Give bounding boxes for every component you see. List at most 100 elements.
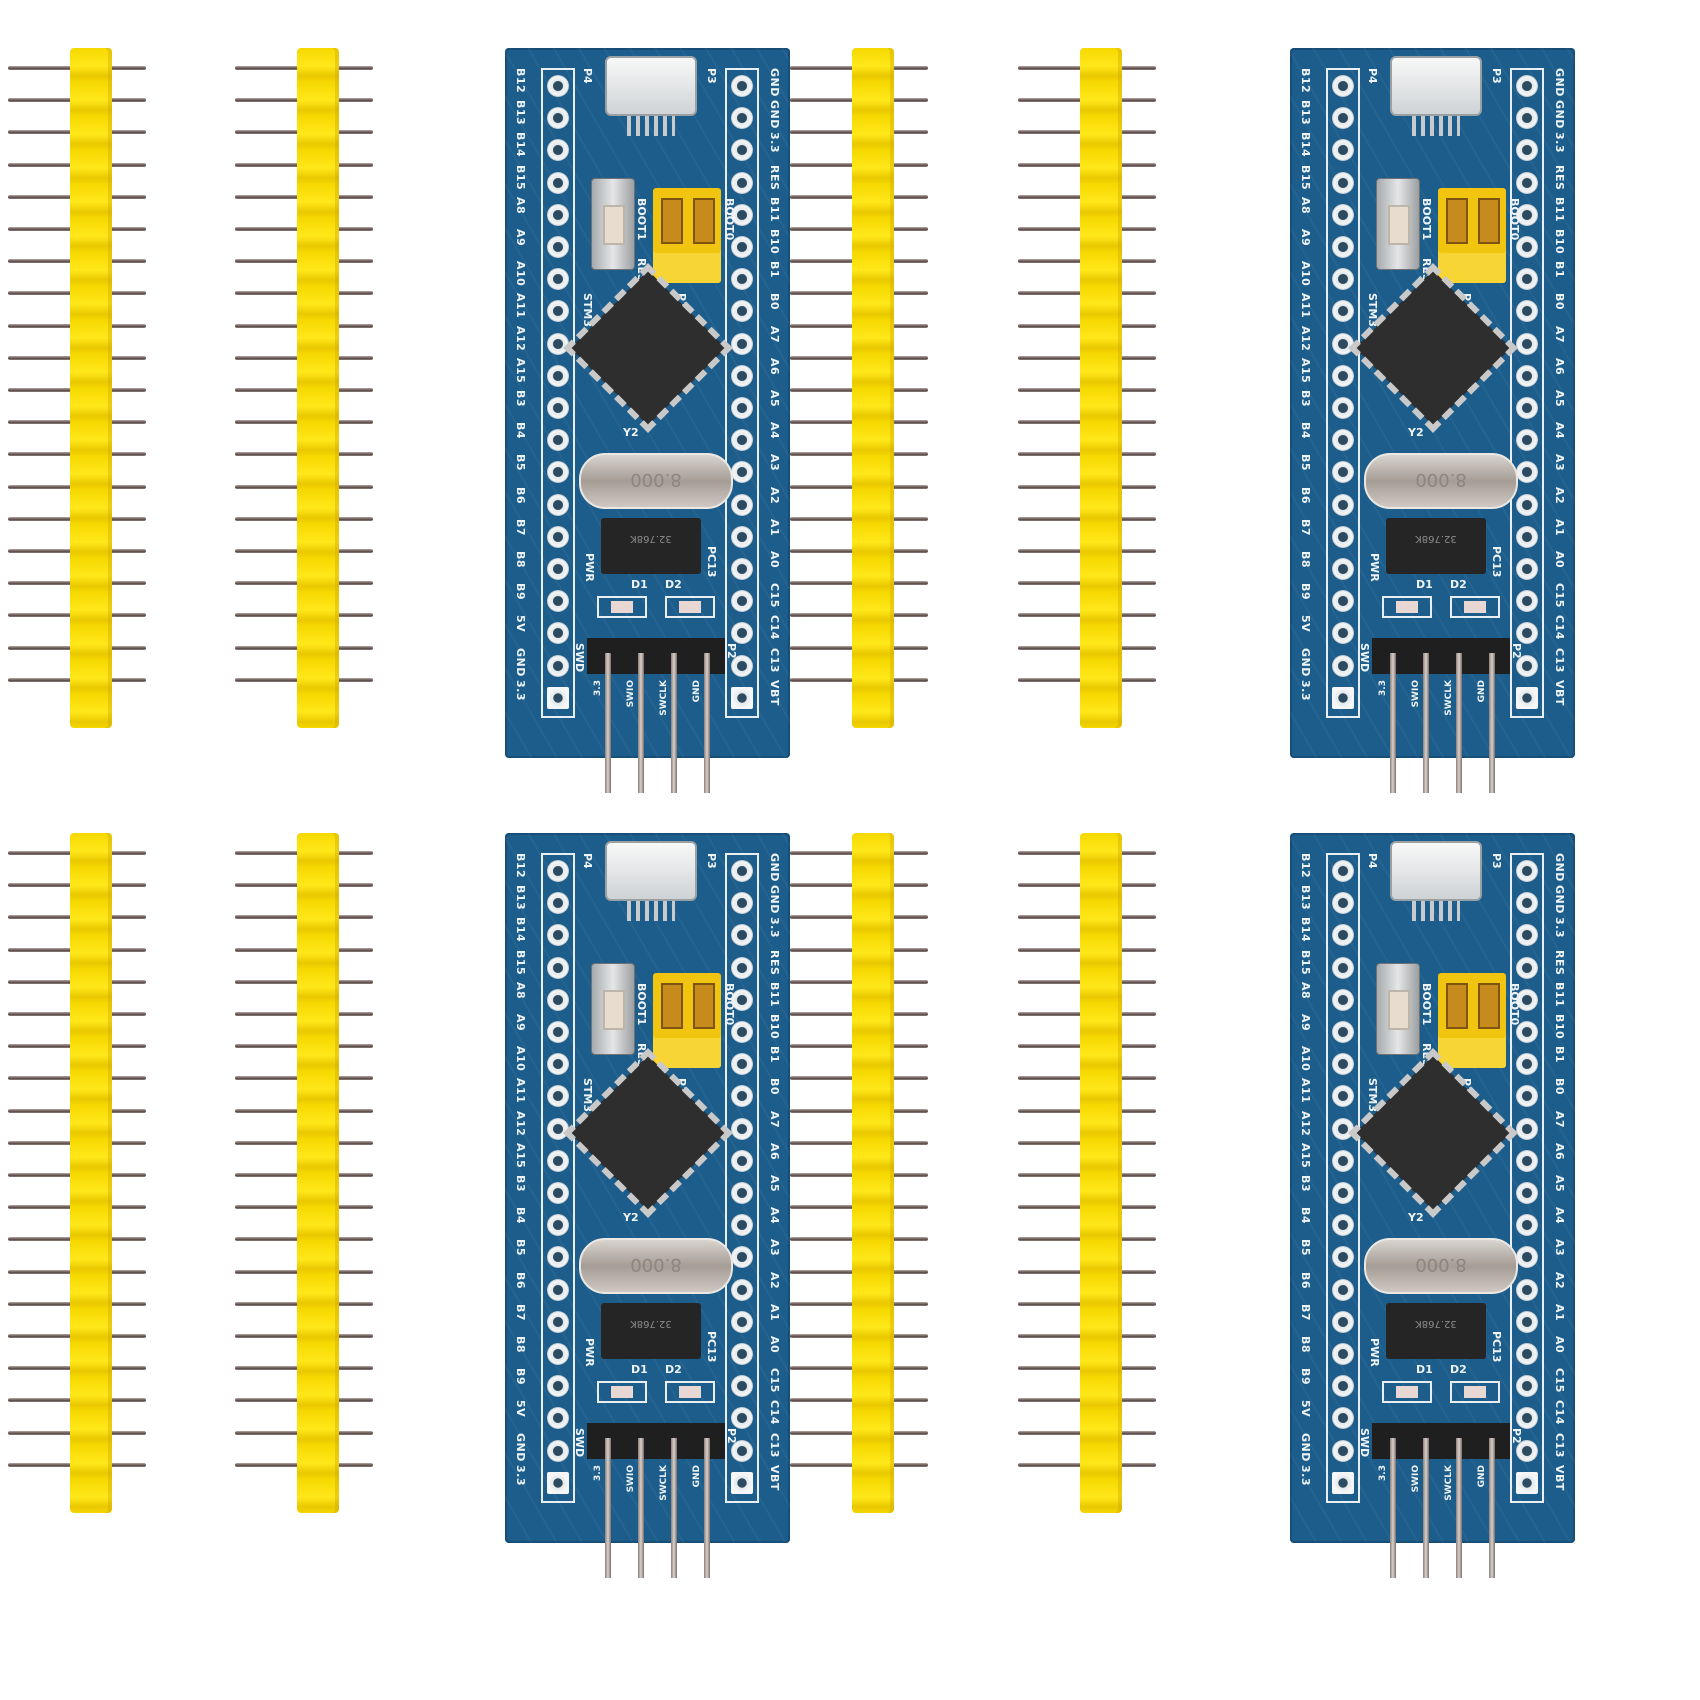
pin-pad: [1332, 461, 1354, 484]
pin-pad: [1332, 1085, 1354, 1108]
pin-label-left: B6: [514, 486, 527, 504]
swd-pin: [1456, 1438, 1462, 1578]
pin-pad: [731, 1439, 753, 1462]
pin-label-right: C13: [1553, 647, 1566, 673]
pin-label-right: A1: [1553, 518, 1566, 536]
pin-label-right: A5: [1553, 1175, 1566, 1193]
pin-label-left: A12: [1299, 1110, 1312, 1136]
pin-label-right: GND: [768, 853, 781, 882]
silk-swd-pin-label: SWCLK: [659, 1465, 669, 1501]
pin-label-left: B8: [1299, 1336, 1312, 1354]
pin-label-right: 3.3: [1553, 917, 1566, 939]
swd-pin: [1456, 653, 1462, 793]
pin-label-left: A12: [514, 325, 527, 351]
pin-pad: [1516, 203, 1538, 226]
pin-pad: [1516, 1278, 1538, 1301]
pin-pad: [1332, 107, 1354, 130]
pin-label-left: B12: [1299, 853, 1312, 879]
reset-button: [591, 178, 635, 270]
header-plastic-body: [297, 48, 339, 728]
pin-label-left: B4: [514, 1207, 527, 1225]
pin-label-left: A11: [1299, 293, 1312, 319]
pin-pad: [731, 590, 753, 613]
micro-usb-port: [605, 56, 697, 116]
silk-pc13: PC13: [705, 546, 718, 578]
silk-p3: P3: [705, 853, 718, 869]
micro-usb-port: [1390, 56, 1482, 116]
silk-pwr: PWR: [1368, 1338, 1381, 1367]
swd-pin: [1423, 653, 1429, 793]
silk-swd: SWD: [1358, 643, 1371, 673]
pin-label-right: RES: [1553, 164, 1566, 191]
pin-pad: [547, 107, 569, 130]
header-plastic-body: [852, 48, 894, 728]
pin-pad: [1516, 622, 1538, 645]
pin-pad: [1516, 461, 1538, 484]
pin-pad: [1516, 1343, 1538, 1365]
pin-pad: [547, 590, 569, 613]
pin-label-right: A4: [768, 1207, 781, 1225]
hc49-crystal: 8.000: [579, 453, 733, 509]
pin-label-right: B10: [768, 1014, 781, 1040]
pin-pad: [1332, 860, 1354, 882]
reset-button: [1376, 178, 1420, 270]
pin-pad: [1516, 1021, 1538, 1043]
pin-pad: [1516, 1375, 1538, 1398]
pin-label-right: A6: [768, 1142, 781, 1160]
right-pin-row: [1510, 853, 1544, 1503]
swd-pin: [1489, 653, 1495, 793]
pin-pad: [547, 956, 569, 979]
pin-pad: [547, 429, 569, 452]
pin-label-left: B15: [1299, 949, 1312, 975]
pin-pad: [1516, 107, 1538, 130]
left-pin-row: [1326, 853, 1360, 1503]
pin-pad: [547, 988, 569, 1011]
pin-pad: [1332, 1278, 1354, 1301]
pin-pad: [547, 268, 569, 291]
pin-pad: [547, 1343, 569, 1365]
header-plastic-body: [852, 833, 894, 1513]
pin-pad: [1332, 268, 1354, 291]
pin-pad: [547, 860, 569, 882]
pin-pad: [1332, 1439, 1354, 1462]
pin-pad: [1516, 1149, 1538, 1172]
silk-boot0: BOOT0: [723, 983, 736, 1026]
pin-pad: [1332, 171, 1354, 194]
pin-pad: [1332, 988, 1354, 1011]
silk-p3: P3: [705, 68, 718, 84]
pin-pad: [1332, 590, 1354, 613]
pin-label-left: B15: [514, 164, 527, 190]
pin-label-right: GND: [1553, 853, 1566, 882]
pin-label-left: B5: [1299, 454, 1312, 472]
pin-label-left: A10: [1299, 1046, 1312, 1072]
pin-pad: [731, 988, 753, 1011]
pin-label-left: A15: [514, 357, 527, 384]
pin-pad: [1332, 1343, 1354, 1365]
crystal-marking: 8.000: [1415, 469, 1467, 490]
pin-pad: [547, 493, 569, 516]
pin-label-right: A7: [1553, 1110, 1566, 1128]
pin-label-right: C15: [768, 1368, 781, 1394]
silk-boot1: BOOT1: [1420, 198, 1433, 241]
pin-label-right: A2: [768, 1271, 781, 1289]
pin-label-right: A1: [768, 518, 781, 536]
header-plastic-body: [297, 833, 339, 1513]
pin-label-right: GND: [768, 885, 781, 915]
pin-label-left: B5: [514, 454, 527, 472]
pin-label-right: 3.3: [768, 917, 781, 939]
pin-header-strip: [1010, 833, 1160, 1533]
rtc-crystal-marking: 32.768K: [1415, 533, 1457, 544]
pin-label-right: B11: [768, 196, 781, 222]
pin-label-right: GND: [1553, 100, 1566, 130]
silk-d2: D2: [1450, 578, 1467, 591]
silk-boot1: BOOT1: [635, 198, 648, 241]
pin-pad: [547, 1278, 569, 1301]
pin-pad: [547, 892, 569, 915]
pin-label-right: B1: [1553, 261, 1566, 279]
pin-label-left: B5: [514, 1239, 527, 1257]
pin-label-right: RES: [768, 164, 781, 191]
swd-pin: [638, 1438, 644, 1578]
jumper-slot: [1478, 983, 1500, 1029]
pin-label-left: A8: [1299, 981, 1312, 999]
